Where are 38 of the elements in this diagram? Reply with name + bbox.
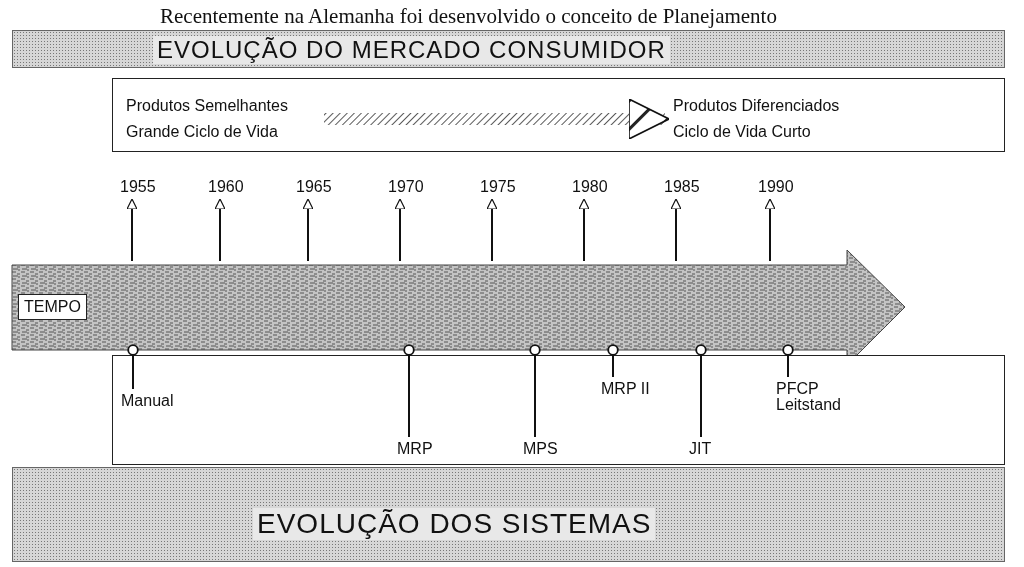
leader-line [529,344,541,438]
system-label: MRP II [601,381,661,399]
year-label: 1990 [758,178,810,200]
year-label: 1985 [664,178,716,200]
leader-line [695,344,707,438]
band-heading: EVOLUÇÃO DO MERCADO CONSUMIDOR [153,36,670,64]
arrow [394,198,406,262]
year-label: 1980 [572,178,624,200]
arrow [214,198,226,262]
system-label: MRP [397,441,457,459]
year-label: 1960 [208,178,260,200]
product-text: Produtos Diferenciados Ciclo de Vida Curto [673,93,858,145]
leader-line [403,344,415,438]
leader-line [607,344,619,378]
arrow [324,98,670,140]
heading-band [12,467,1005,562]
arrow [578,198,590,262]
heading-band [12,30,1005,68]
leader-line [127,344,139,390]
arrow [302,198,314,262]
year-label: 1970 [388,178,440,200]
time-label: TEMPO [18,294,87,321]
leader-line [782,344,794,378]
panel-box [112,78,1005,152]
system-label: Manual [121,393,181,411]
arrow [126,198,138,262]
arrow [764,198,776,262]
year-label: 1975 [480,178,532,200]
product-text: Produtos Semelhantes Grande Ciclo de Vida [126,93,316,145]
year-label: 1965 [296,178,348,200]
panel-box [112,355,1005,465]
year-label: 1955 [120,178,172,200]
arrow [670,198,682,262]
band-heading: EVOLUÇÃO DOS SISTEMAS [253,508,656,541]
system-label: MPS [523,441,583,459]
system-label: PFCP Leitstand [776,381,846,417]
system-label: JIT [689,441,749,459]
arrow [486,198,498,262]
